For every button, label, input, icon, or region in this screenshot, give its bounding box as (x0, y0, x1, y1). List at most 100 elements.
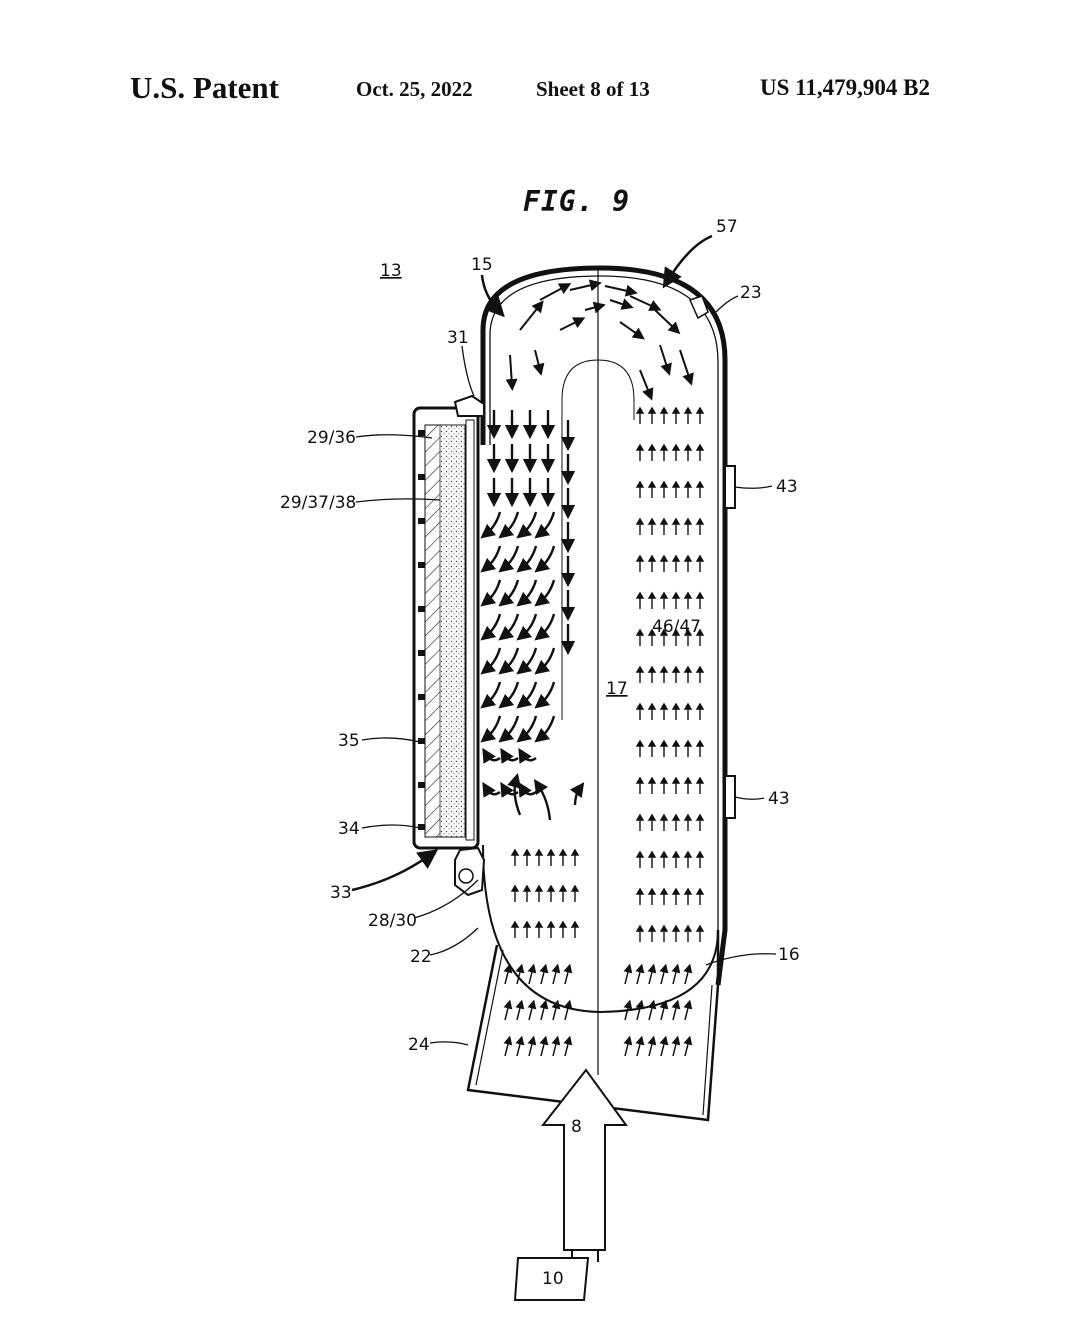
flow-arrowhead (695, 665, 705, 673)
flow-arrowhead (683, 702, 693, 710)
flow-arrowhead (671, 554, 681, 562)
flow-arrowhead (647, 554, 657, 562)
flow-arrow (515, 999, 525, 1021)
flow-arrowhead (659, 887, 669, 895)
flow-arrowhead (659, 776, 669, 784)
flow-arrowhead (647, 702, 657, 710)
flow-arrowhead (695, 702, 705, 710)
flow-arrow (654, 309, 681, 335)
flow-arrowhead (647, 776, 657, 784)
flow-arrowhead (659, 517, 669, 525)
flow-arrowhead (647, 924, 657, 932)
flow-arrow (498, 647, 520, 675)
flow-arrow (619, 321, 645, 340)
flow-arrowhead (558, 884, 568, 892)
flow-arrow (683, 1035, 693, 1057)
flow-arrow (604, 284, 638, 297)
flow-arrowhead (695, 406, 705, 414)
flow-arrow (623, 1035, 633, 1057)
label-31: 31 (447, 328, 469, 348)
flow-arrowhead (546, 884, 556, 892)
flow-arrowhead (570, 848, 580, 856)
flow-arrowhead (635, 739, 645, 747)
flow-arrowhead (635, 850, 645, 858)
flow-arrow (480, 681, 502, 709)
flow-arrowhead (683, 887, 693, 895)
flow-arrow (635, 963, 645, 985)
flow-arrow (503, 999, 513, 1021)
flow-arrowhead (695, 480, 705, 488)
panel-inner-strip (465, 419, 475, 841)
flow-arrow (683, 963, 693, 985)
label-29-37-38: 29/37/38 (280, 493, 356, 513)
flow-arrowhead (647, 443, 657, 451)
flow-arrow (532, 349, 545, 376)
flow-arrowhead (635, 443, 645, 451)
flow-arrow (516, 715, 538, 743)
flow-arrowhead (659, 850, 669, 858)
flow-arrow (534, 681, 556, 709)
flow-arrow (635, 1035, 645, 1057)
flow-arrowhead (522, 848, 532, 856)
flow-arrow (498, 715, 520, 743)
flow-arrow (659, 344, 672, 376)
flow-arrow (516, 579, 538, 607)
flow-arrow (534, 779, 552, 821)
label-43-lower: 43 (768, 789, 790, 809)
flow-arrow (647, 999, 657, 1021)
flow-arrow (629, 295, 662, 311)
flow-arrow (534, 647, 556, 675)
flow-arrow (551, 999, 561, 1021)
flow-arrow (551, 963, 561, 985)
flow-arrowhead (671, 813, 681, 821)
flow-arrowhead (558, 848, 568, 856)
flow-arrowhead (695, 554, 705, 562)
flow-arrow (563, 1035, 573, 1057)
flow-arrowhead (647, 813, 657, 821)
patent-label: U.S. Patent (130, 70, 279, 105)
flow-arrowhead (635, 480, 645, 488)
flow-arrowhead (683, 924, 693, 932)
lower-housing (466, 930, 720, 1122)
flow-arrowhead (659, 739, 669, 747)
flow-arrowhead (683, 480, 693, 488)
flow-arrowhead (659, 443, 669, 451)
panel-rib-marks (418, 430, 425, 830)
lower-housing-right (702, 984, 713, 1116)
flow-arrow (559, 317, 586, 331)
flow-arrow (515, 963, 525, 985)
flow-arrowhead (683, 406, 693, 414)
flow-arrowhead (695, 591, 705, 599)
flow-arrowhead (695, 776, 705, 784)
flow-arrow (480, 613, 502, 641)
flow-arrow (539, 963, 549, 985)
flow-arrow (623, 963, 633, 985)
flow-arrowhead (647, 665, 657, 673)
flow-arrow (516, 545, 538, 573)
label-57: 57 (716, 217, 738, 237)
label-24: 24 (408, 1035, 430, 1055)
flow-arrowhead (659, 665, 669, 673)
flow-arrow (671, 963, 681, 985)
flow-arrowhead (570, 920, 580, 928)
flow-arrow (516, 681, 538, 709)
panel-dotted-layer (439, 424, 466, 838)
flow-arrowhead (683, 554, 693, 562)
flow-arrow (503, 963, 513, 985)
flow-arrow (500, 781, 519, 798)
flow-arrow (534, 545, 556, 573)
flow-arrowhead (534, 920, 544, 928)
leader-lines (351, 234, 777, 1046)
figure-title: FIG. 9 (523, 185, 630, 218)
flow-arrowhead (683, 443, 693, 451)
flow-arrow (539, 999, 549, 1021)
flow-arrowhead (546, 848, 556, 856)
flow-arrowhead (683, 517, 693, 525)
flow-arrowhead (695, 628, 705, 636)
inner-chamber-boundary (482, 844, 719, 1014)
flow-arrowhead (683, 739, 693, 747)
flow-arrowhead (695, 850, 705, 858)
flow-arrowhead (659, 813, 669, 821)
flow-arrowhead (510, 848, 520, 856)
flow-arrow (659, 1035, 669, 1057)
